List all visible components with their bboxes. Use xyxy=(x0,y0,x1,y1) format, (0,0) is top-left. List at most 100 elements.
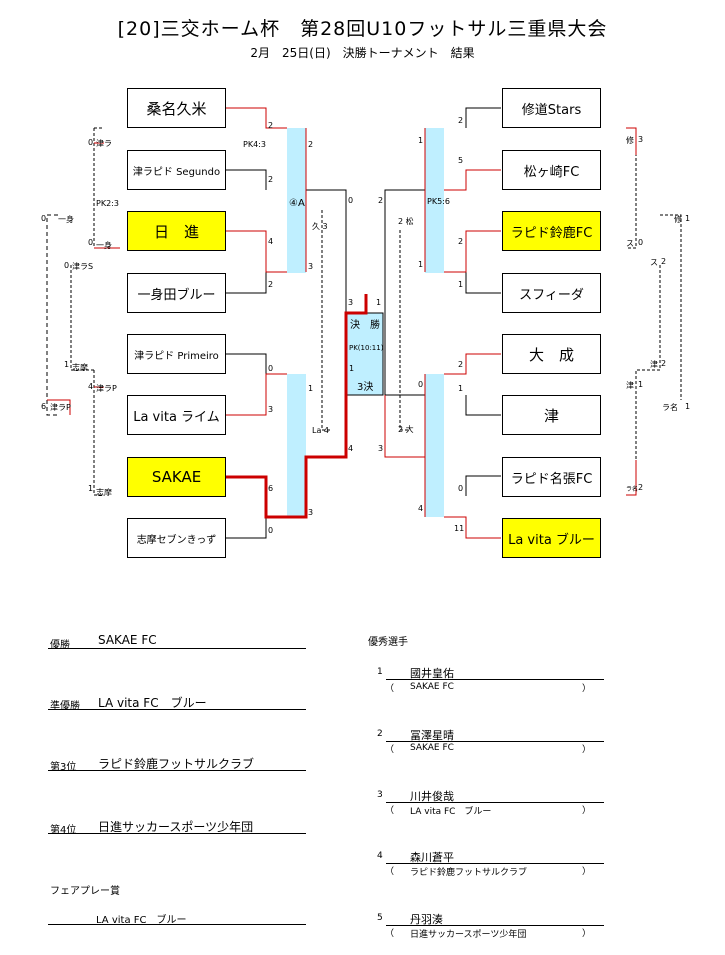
mvp-name: 冨澤星晴 xyxy=(410,729,454,742)
cons-team: 一身 xyxy=(96,241,112,250)
team-left-4: 一身田ブルー xyxy=(127,273,226,313)
cons-team: 志摩 xyxy=(96,488,112,497)
score: 2 xyxy=(458,360,464,369)
dai-label: 2 大 xyxy=(398,425,414,434)
underline xyxy=(48,924,306,925)
mvp-num: 4 xyxy=(377,851,383,861)
mvp-name: 國井皇佑 xyxy=(410,667,454,680)
hisa-label: 久 3 xyxy=(312,222,328,231)
mvp-num: 3 xyxy=(377,790,383,800)
score: 3 xyxy=(348,298,354,307)
mvp-team: LA vita FC ブルー xyxy=(410,807,492,817)
cons-score: 1 xyxy=(638,380,644,389)
underline xyxy=(386,741,604,742)
score: 1 xyxy=(458,384,464,393)
la-label: La 4 xyxy=(312,426,329,435)
underline xyxy=(48,833,306,834)
pk-band xyxy=(425,128,444,273)
final-label: 決 勝 xyxy=(350,320,380,331)
paren-open: （ xyxy=(385,684,395,694)
mvp-name: 森川蒼平 xyxy=(410,851,454,864)
pk-band xyxy=(425,374,444,517)
team-right-1: 修道Stars xyxy=(502,88,601,128)
underline xyxy=(386,802,604,803)
score: 5 xyxy=(458,156,464,165)
score: 4 xyxy=(268,237,274,246)
cons-score: 0 xyxy=(88,238,94,247)
score: 1 xyxy=(376,298,382,307)
cons-team: 一身 xyxy=(58,215,74,224)
team-right-2: 松ヶ崎FC xyxy=(502,150,601,190)
cons-team: 津 xyxy=(626,381,634,390)
cons-score: 1 xyxy=(685,214,691,223)
score: 6 xyxy=(268,484,274,493)
underline xyxy=(48,648,306,649)
cons-team: 修 xyxy=(626,136,634,145)
team-right-7: ラピド名張FC xyxy=(502,457,601,497)
page-title: [20]三交ホーム杯 第28回U10フットサル三重県大会 xyxy=(117,18,608,40)
cons-score: 0 xyxy=(64,261,70,270)
cons-score: 1 xyxy=(64,360,70,369)
team-left-5: 津ラピド Primeiro xyxy=(127,334,226,374)
cons-score: 2 xyxy=(638,483,644,492)
team-right-4: スフィーダ xyxy=(502,273,601,313)
team-left-6: La vita ライム xyxy=(127,395,226,435)
score: 2 xyxy=(268,175,274,184)
cons-score: 0 xyxy=(638,238,644,247)
pk-band xyxy=(287,128,306,273)
cons-score: 2 xyxy=(661,359,667,368)
cons-score: 2 xyxy=(661,257,667,266)
third-place-label: 3決 xyxy=(357,382,374,393)
cons-team: 志摩 xyxy=(72,363,88,372)
cons-score: 6 xyxy=(41,402,47,411)
mvp-title: 優秀選手 xyxy=(368,637,408,648)
cons-team: 津ラP xyxy=(50,403,71,412)
mvp-num: 1 xyxy=(377,667,383,677)
score: 0 xyxy=(268,526,274,535)
cons-team: ラ名 xyxy=(626,486,639,493)
mvp-team: SAKAE FC xyxy=(410,682,454,692)
score: 0 xyxy=(348,196,354,205)
score: 2 xyxy=(458,116,464,125)
third-label: 第3位 xyxy=(50,762,77,773)
fourth-label: 第4位 xyxy=(50,825,77,836)
cons-score: 3 xyxy=(638,135,644,144)
score: 2 xyxy=(378,196,384,205)
score: 2 xyxy=(458,237,464,246)
team-right-5: 大 成 xyxy=(502,334,601,374)
cons-team: 修 xyxy=(674,215,682,224)
cons-score: 0 xyxy=(88,138,94,147)
pk-score: PK4:3 xyxy=(243,140,266,149)
score: 2 xyxy=(268,280,274,289)
paren-close: ） xyxy=(582,867,592,877)
team-left-2: 津ラピド Segundo xyxy=(127,150,226,190)
fourth-value: 日進サッカースポーツ少年団 xyxy=(98,820,254,834)
score: 3 xyxy=(308,262,314,271)
cons-score: 4 xyxy=(88,382,94,391)
paren-close: ） xyxy=(582,929,592,939)
mvp-team: 日進サッカースポーツ少年団 xyxy=(410,930,527,940)
cons-team: 津ラS xyxy=(72,262,94,271)
third-value: ラピド鈴鹿フットサルクラブ xyxy=(98,757,255,771)
winner-label: 優勝 xyxy=(50,640,70,651)
score: 4 xyxy=(348,444,354,453)
runner-label: 準優勝 xyxy=(50,701,80,712)
paren-close: ） xyxy=(582,684,592,694)
score: 2 xyxy=(268,121,274,130)
team-right-3: ラピド鈴鹿FC xyxy=(502,211,601,251)
page-subtitle: 2月 25日(日) 決勝トーナメント 結果 xyxy=(250,46,475,60)
final-pk: PK(10:11) xyxy=(349,344,384,352)
paren-close: ） xyxy=(582,745,592,755)
cons-team: ス xyxy=(650,258,658,267)
runner-value: LA vita FC ブルー xyxy=(98,696,207,710)
team-left-8: 志摩セブンきっず xyxy=(127,518,226,558)
score: 0 xyxy=(458,484,464,493)
pk-band xyxy=(347,313,383,395)
score: 1 xyxy=(418,136,424,145)
shu-label: 2 松 xyxy=(398,217,414,226)
mvp-team: SAKAE FC xyxy=(410,743,454,753)
team-left-1: 桑名久米 xyxy=(127,88,226,128)
final-pk-1: 1 xyxy=(349,364,355,373)
cons-pk: PK2:3 xyxy=(96,199,119,208)
